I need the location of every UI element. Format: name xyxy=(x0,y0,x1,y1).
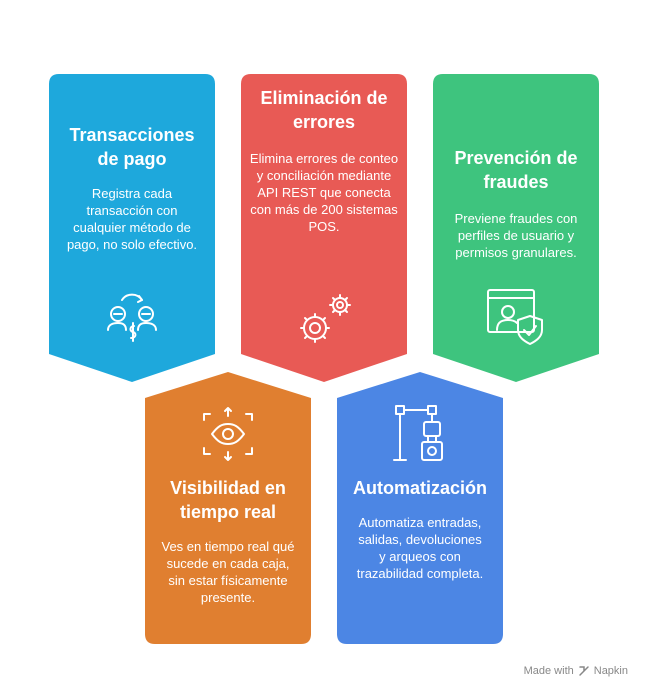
gears-icon xyxy=(300,294,351,343)
card-prevencion-de-fraudes: Prevención de fraudes Previene fraudes c… xyxy=(433,74,599,384)
user-shield-icon xyxy=(487,289,543,345)
card-eliminacion-de-errores: Eliminación de errores Elimina errores d… xyxy=(241,74,407,384)
footer-made-with: Made with xyxy=(523,665,574,677)
eye-focus-icon xyxy=(203,407,253,461)
card-description: Previene fraudes con perfiles de usuario… xyxy=(454,211,578,260)
card-automatizacion: Automatización Automatiza entradas, sali… xyxy=(337,370,503,644)
card-title: Eliminación de errores xyxy=(260,88,388,132)
card-shape-arrow-up xyxy=(337,372,503,644)
card-shape-arrow-down xyxy=(49,74,215,382)
card-description: Elimina errores de conteo y conciliación… xyxy=(249,151,399,234)
card-description: Automatiza entradas, salidas, devolucion… xyxy=(356,515,484,581)
card-transacciones-de-pago: Transacciones de pago Registra cada tran… xyxy=(49,74,215,384)
card-shape-arrow-down xyxy=(433,74,599,382)
card-title: Prevención de fraudes xyxy=(454,148,578,192)
napkin-logo-icon xyxy=(579,666,589,676)
card-description: Ves en tiempo real qué sucede en cada ca… xyxy=(161,539,295,605)
card-title: Automatización xyxy=(352,478,487,498)
card-description: Registra cada transacción con cualquier … xyxy=(66,186,198,252)
card-title: Transacciones de pago xyxy=(69,125,195,169)
footer-brand: Napkin xyxy=(593,665,628,677)
robot-arm-icon xyxy=(393,405,443,461)
card-visibilidad-en-tiempo-real: Visibilidad en tiempo real Ves en tiempo… xyxy=(145,370,311,644)
payment-exchange-icon xyxy=(107,293,157,342)
card-shape-arrow-down xyxy=(241,74,407,382)
card-title: Visibilidad en tiempo real xyxy=(170,478,286,522)
footer-made-with-napkin: Made with Napkin xyxy=(524,665,628,677)
card-shape-arrow-up xyxy=(145,372,311,644)
